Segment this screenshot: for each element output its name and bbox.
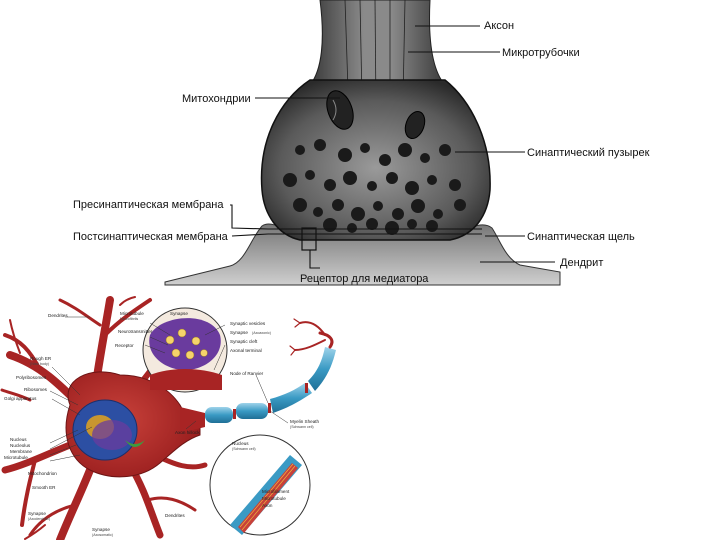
synaptic-vesicle-dot [367,181,377,191]
label-synaptic-vesicle: Синаптический пузырек [527,147,650,159]
neuron-diagram: Dendrites Microtubule Neurofibrils Neuro… [0,295,720,540]
label-myelin-sheath: Myelin Sheath [290,419,320,424]
label-microtubule-neurofibrils: Microtubule [120,311,144,316]
label-node-ranvier: Node of Ranvier [230,371,264,376]
synaptic-vesicle-dot [324,179,336,191]
synaptic-vesicle-dot [283,173,297,187]
label-mitochondria: Митохондрии [182,93,251,105]
label-mitochondrion: Mitochondrion [28,471,57,476]
label-synapse-axosomatic: Synapse [92,527,110,532]
synaptic-vesicle-dot [385,221,399,235]
axon-shaft [310,0,445,85]
myelin-segment-1 [205,407,233,423]
synaptic-vesicle-dot [420,153,430,163]
label-dendrites-top: Dendrites [48,313,68,318]
label-ribosomes: Ribosomes [24,387,48,392]
label-synapse-inset: Synapse [170,311,188,316]
presynaptic-terminal [262,80,491,240]
label-microtubule: Microtubule [4,455,28,460]
synaptic-vesicle-dot [433,209,443,219]
label-axon-hillock: Axon hillock [175,430,200,435]
label-nucleus-schwann-sub: (Schwann cell) [232,447,256,451]
label-neurotransmitter: Neurotransmitter [118,329,153,334]
label-postsynaptic-membrane: Постсинаптическая мембрана [73,231,229,243]
label-rough-er: Rough ER [30,356,52,361]
label-neurofibrils: Neurofibrils [120,317,138,321]
synaptic-vesicle-dot [439,144,451,156]
label-receptor: Рецептор для медиатора [300,273,429,285]
synaptic-vesicle-dot [373,201,383,211]
synaptic-vesicle-dot [427,175,437,185]
synaptic-vesicle-dot [366,218,378,230]
label-synapse-axo-sub: (Axoaxonic) [252,331,271,335]
synaptic-vesicle-dot [386,172,398,184]
label-synaptic-cleft: Synaptic cleft [230,339,258,344]
synaptic-vesicle-dot [426,220,438,232]
label-microtubule-axon: Microtubule [262,496,286,501]
synaptic-vesicle-dot [347,223,357,233]
label-nucleus: Nucleus [10,437,27,442]
label-membrane: Membrane [10,449,32,454]
label-axon: Аксон [484,20,514,32]
synapse-diagram: Аксон Микротрубочки Митохондрии Синаптич… [0,0,720,295]
synaptic-vesicle-dot [323,218,337,232]
synaptic-vesicle-dot [332,199,344,211]
label-presynaptic-membrane: Пресинаптическая мембрана [73,199,224,211]
synaptic-vesicle-dot [305,170,315,180]
label-synapse-bottom: Synapse [28,511,46,516]
synaptic-vesicle-dot [407,219,417,229]
synaptic-vesicle-dot [314,139,326,151]
label-smooth-er: Smooth ER [32,485,56,490]
synaptic-vesicle-dot [351,207,365,221]
label-microtubules: Микротрубочки [502,47,580,59]
label-axon-en: Axon [262,503,273,508]
label-microfilament: Microfilament [262,489,290,494]
synaptic-vesicle-dot [293,198,307,212]
myelin-segment-2 [236,403,268,419]
synaptic-vesicle-dot [449,179,461,191]
rough-er-shape [92,420,132,450]
label-rough-er-sub: (Nissl body) [30,362,49,366]
synaptic-vesicle-dot [313,207,323,217]
label-synapse-bottom-sub: (Axodendritic) [28,517,50,521]
label-synapse-axosomatic-sub: (Axosomatic) [92,533,113,537]
synaptic-vesicle-dot [454,199,466,211]
synapse-inset-postsynaptic [150,369,222,390]
synaptic-vesicle-dot [398,143,412,157]
synaptic-vesicle-dot [295,145,305,155]
label-nucleolus: Nucleolus [10,443,31,448]
synaptic-vesicle-dot [338,148,352,162]
label-synaptic-cleft: Синаптическая щель [527,231,635,243]
synaptic-vesicle-dot [405,181,419,195]
synaptic-vesicle-dot [392,208,404,220]
synaptic-vesicle-dot [379,154,391,166]
synaptic-vesicle-dot [411,199,425,213]
label-myelin-sheath-sub: (Schwann cell) [290,425,314,429]
label-synaptic-vesicles: Synaptic vesicles [230,321,266,326]
label-axonal-terminal: Axonal terminal [230,348,262,353]
label-dendrites-bottom: Dendrites [165,513,185,518]
label-dendrite: Дендрит [560,257,603,269]
label-receptor-en: Receptor [115,343,134,348]
synaptic-vesicle-dot [343,171,357,185]
synaptic-vesicle-dot [360,143,370,153]
label-golgi: Golgi apparatus [4,396,37,401]
myelin-segment-4 [308,347,336,391]
label-nucleus-schwann: Nucleus [232,441,249,446]
label-synapse-axo: Synapse [230,330,248,335]
axon-inset [210,435,310,535]
label-polyribosomes: Polyribosomes [16,375,47,380]
